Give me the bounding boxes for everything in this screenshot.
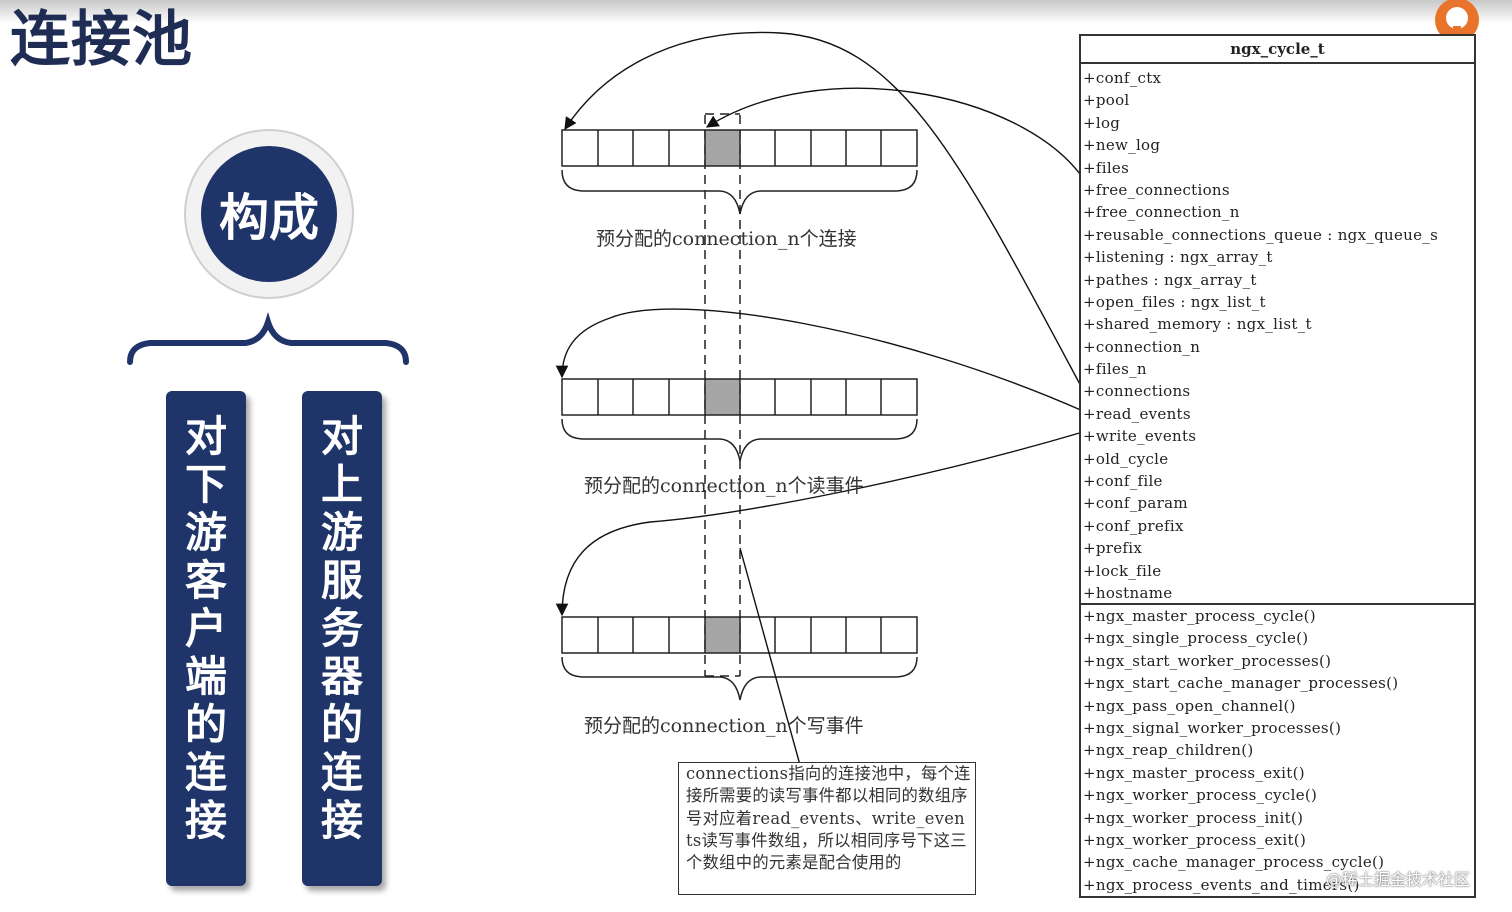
class-name: ngx_cycle_t bbox=[1081, 36, 1474, 64]
class-attribute: +free_connection_n bbox=[1083, 203, 1240, 222]
class-attribute: +reusable_connections_queue : ngx_queue_… bbox=[1083, 225, 1439, 244]
class-attribute: +conf_param bbox=[1083, 494, 1188, 513]
concept-brace bbox=[127, 312, 409, 365]
highlight-cell bbox=[705, 617, 740, 653]
class-operation: +ngx_start_cache_manager_processes() bbox=[1083, 674, 1399, 693]
class-attribute: +free_connections bbox=[1083, 180, 1230, 199]
class-operation: +ngx_pass_open_channel() bbox=[1083, 696, 1296, 715]
class-operation: +ngx_process_events_and_timers() bbox=[1083, 875, 1360, 894]
class-operation: +ngx_single_process_cycle() bbox=[1083, 629, 1309, 648]
class-operation: +ngx_reap_children() bbox=[1083, 741, 1254, 760]
explanation-note: connections指向的连接池中，每个连接所需要的读写事件都以相同的数组序号… bbox=[678, 762, 976, 895]
note-leader-line bbox=[739, 547, 801, 766]
class-operation: +ngx_master_process_exit() bbox=[1083, 763, 1305, 782]
concept-label: 构成 bbox=[219, 189, 319, 247]
arrow-read-events bbox=[555, 308, 1084, 412]
class-attribute: +connection_n bbox=[1083, 337, 1201, 356]
highlight-cell bbox=[705, 379, 740, 415]
class-operation: +ngx_start_worker_processes() bbox=[1083, 651, 1332, 670]
connections-array bbox=[561, 129, 918, 167]
class-attribute: +listening : ngx_array_t bbox=[1083, 248, 1273, 267]
class-attribute: +prefix bbox=[1083, 539, 1143, 558]
class-attributes: +conf_ctx +pool +log +new_log +files +free_co… bbox=[1081, 64, 1474, 605]
arrow-write-events bbox=[555, 431, 1084, 617]
class-attribute: +old_cycle bbox=[1083, 449, 1169, 468]
class-operation: +ngx_master_process_cycle() bbox=[1083, 607, 1316, 625]
class-attribute: +read_events bbox=[1083, 404, 1191, 423]
class-attribute: +shared_memory : ngx_list_t bbox=[1083, 315, 1312, 334]
card-downstream-connections: 对下游客户端的连接 bbox=[166, 391, 246, 886]
top-gradient-bar bbox=[0, 0, 1512, 24]
class-attribute: +files_n bbox=[1083, 360, 1147, 379]
arrow-connections bbox=[564, 31, 1084, 391]
slide-title: 连接池 bbox=[10, 5, 193, 75]
read-events-array bbox=[561, 378, 918, 416]
highlight-cell bbox=[705, 130, 740, 166]
array-label-connections: 预分配的connection_n个连接 bbox=[596, 228, 857, 250]
class-attribute: +new_log bbox=[1083, 136, 1161, 155]
card-downstream-label: 对下游客户端的连接 bbox=[184, 412, 227, 845]
arrow-free-connections bbox=[705, 87, 1084, 179]
class-operation: +ngx_worker_process_cycle() bbox=[1083, 786, 1318, 805]
class-operation: +ngx_cache_manager_process_cycle() bbox=[1083, 853, 1385, 872]
class-attribute: +write_events bbox=[1083, 427, 1197, 446]
write-events-array bbox=[561, 616, 918, 654]
card-upstream-connections: 对上游服务器的连接 bbox=[302, 391, 382, 886]
class-attribute: +open_files : ngx_list_t bbox=[1083, 292, 1266, 311]
watermark: @稀土掘金技术社区 bbox=[1326, 870, 1471, 889]
concept-circle: 构成 bbox=[201, 146, 337, 282]
class-attribute: +hostname bbox=[1083, 583, 1173, 602]
class-attribute: +log bbox=[1083, 113, 1121, 132]
class-attribute: +conf_file bbox=[1083, 472, 1163, 491]
card-upstream-label: 对上游服务器的连接 bbox=[320, 412, 363, 845]
array-brace-2 bbox=[561, 418, 918, 462]
array-label-read-events: 预分配的connection_n个读事件 bbox=[584, 475, 864, 497]
class-attribute: +connections bbox=[1083, 382, 1191, 401]
dashed-index-guide bbox=[704, 113, 741, 677]
class-attribute: +lock_file bbox=[1083, 561, 1162, 580]
ngx-cycle-t-class-box: ngx_cycle_t +conf_ctx +pool +log +new_log +f… bbox=[1079, 34, 1476, 898]
array-brace-1 bbox=[561, 169, 918, 215]
class-attribute: +conf_ctx bbox=[1083, 69, 1162, 87]
class-attribute: +pool bbox=[1083, 91, 1130, 110]
array-brace-3 bbox=[561, 656, 918, 701]
array-label-write-events: 预分配的connection_n个写事件 bbox=[584, 715, 864, 737]
class-operation: +ngx_worker_process_exit() bbox=[1083, 830, 1307, 849]
class-operation: +ngx_worker_process_init() bbox=[1083, 808, 1304, 827]
class-operations: +ngx_master_process_cycle() +ngx_single_p… bbox=[1081, 605, 1474, 896]
class-attribute: +conf_prefix bbox=[1083, 516, 1184, 535]
class-attribute: +files bbox=[1083, 158, 1130, 177]
class-attribute: +pathes : ngx_array_t bbox=[1083, 270, 1257, 289]
class-operation: +ngx_signal_worker_processes() bbox=[1083, 718, 1342, 737]
